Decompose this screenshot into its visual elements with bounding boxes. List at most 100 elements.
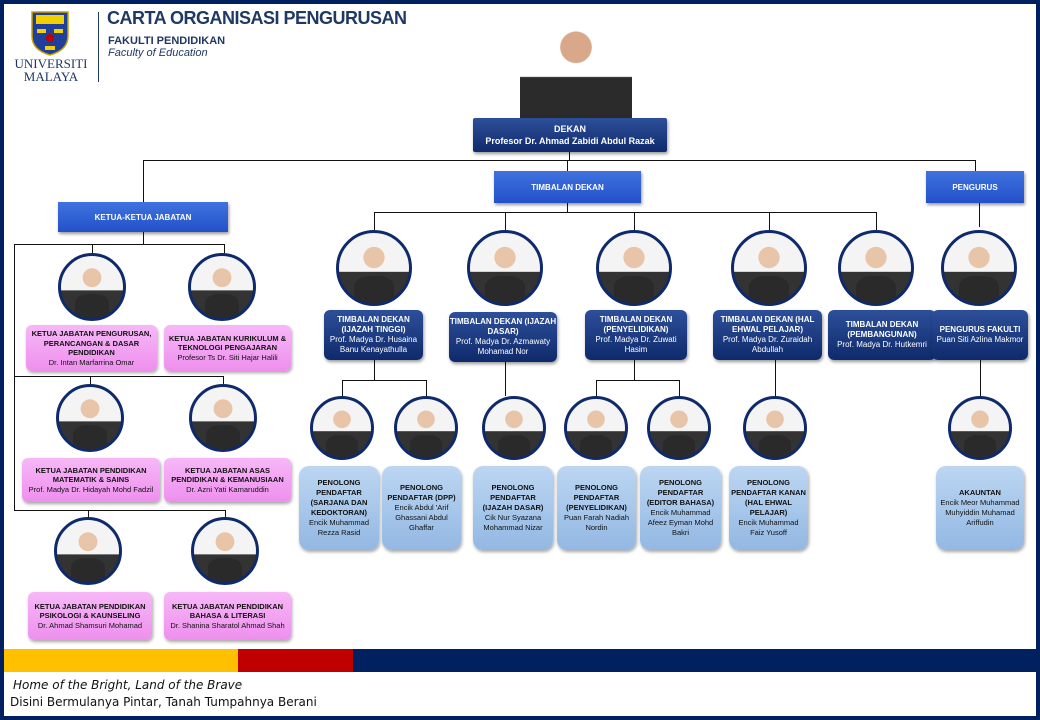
portrait-photo [467,230,543,306]
portrait-photo [743,396,807,460]
staff-box: PENOLONG PENDAFTAR KANAN (HAL EHWAL PELA… [729,466,808,550]
person-name: Prof. Madya Dr. Husaina Banu Kenayathull… [329,335,418,354]
person-name: Puan Farah Nadiah Nordin [563,513,630,532]
portrait-photo [58,253,126,321]
connector-line [426,380,427,397]
connector-line [342,380,427,381]
portrait-photo [394,396,458,460]
role-title: KETUA JABATAN PENGURUSAN, PERANCANGAN & … [31,329,152,357]
person-name: Prof. Madya Dr. Zuraidah Abdullah [722,335,813,354]
role-title: PENOLONG PENDAFTAR (PENYELIDIKAN) [566,483,627,512]
person-name: Dr. Shanina Sharatol Ahmad Shah [170,620,285,630]
connector-line [596,380,680,381]
connector-line [143,160,144,202]
person-name: Encik Muhammad Rezza Rasid [308,518,370,537]
role-title: KETUA JABATAN KURIKULUM & TEKNOLOGI PENG… [168,333,287,353]
deputy-box: TIMBALAN DEKAN (IJAZAH TINGGI)Prof. Mady… [324,310,423,360]
staff-box: PENOLONG PENDAFTAR (EDITOR BAHASA)Encik … [640,466,721,550]
connector-line [143,232,144,244]
connector-line [567,203,568,212]
connector-line [775,360,776,396]
faculty-name-en: Faculty of Education [108,47,208,59]
person-name: Cik Nur Syazana Mohammad Nizar [483,513,543,532]
staff-box: PENOLONG PENDAFTAR (IJAZAH DASAR)Cik Nur… [473,466,553,550]
portrait-photo [188,253,256,321]
department-head-box: KETUA JABATAN KURIKULUM & TEKNOLOGI PENG… [164,325,291,371]
role-title: KETUA JABATAN PENDIDIKAN MATEMATIK & SAI… [35,465,147,485]
university-logo-text: UNIVERSITI MALAYA [14,56,88,84]
role-title: PENOLONG PENDAFTAR (SARJANA DAN KEDOKTOR… [310,478,368,517]
connector-line [980,360,981,396]
person-name: Prof. Madya Dr. Hidayah Mohd Fadzil [28,484,154,494]
portrait-photo [336,230,412,306]
role-title: AKAUNTAN [959,488,1001,497]
person-name: Prof. Madya Dr. Hutkemri [837,340,927,349]
role-title: KETUA JABATAN ASAS PENDIDIKAN & KEMANUSI… [171,465,284,485]
connector-line [90,376,91,384]
connector-line [505,212,506,230]
dean-role: DEKAN [553,124,586,134]
portrait-photo [731,230,807,306]
role-title: TIMBALAN DEKAN (IJAZAH TINGGI) [337,315,410,334]
role-title: TIMBALAN DEKAN (HAL EHWAL PELAJAR) [720,315,815,334]
footer-bar-navy [353,649,1036,672]
connector-line [505,360,506,396]
connector-line [596,380,597,397]
dean-box: DEKAN Profesor Dr. Ahmad Zabidi Abdul Ra… [473,118,667,152]
dean-photo [520,14,632,118]
portrait-photo [941,230,1017,306]
header-divider [98,12,99,82]
person-name: Dr. Ahmad Shamsuri Mohamad [37,620,143,630]
group-ketua-jabatan: KETUA-KETUA JABATAN [58,202,228,232]
portrait-photo [310,396,374,460]
connector-line [223,376,224,384]
connector-line [679,380,680,397]
connector-line [769,212,770,230]
slogan-malay: Disini Bermulanya Pintar, Tanah Tumpahny… [10,695,317,709]
role-title: TIMBALAN DEKAN (PENYELIDIKAN) [599,315,673,334]
person-name: Profesor Ts Dr. Siti Hajar Halili [177,352,278,362]
footer-bar-red [238,649,353,672]
connector-line [14,510,225,511]
deputy-box: TIMBALAN DEKAN (PEMBANGUNAN)Prof. Madya … [828,310,936,360]
connector-line [634,212,635,230]
page-title: CARTA ORGANISASI PENGURUSAN [107,8,407,28]
person-name: Dr. Intan Marfarrina Omar [48,357,135,367]
person-name: Encik Meor Muhammad Muhyiddin Muhamad Ar… [940,498,1020,527]
portrait-photo [482,396,546,460]
staff-box: PENOLONG PENDAFTAR (PENYELIDIKAN)Puan Fa… [557,466,636,550]
deputy-box: TIMBALAN DEKAN (PENYELIDIKAN)Prof. Madya… [585,310,687,360]
portrait-photo [56,384,124,452]
portrait-photo [564,396,628,460]
person-name: Prof. Madya Dr. Azmawaty Mohamad Nor [455,337,551,356]
connector-line [92,244,93,253]
role-title: PENOLONG PENDAFTAR (EDITOR BAHASA) [646,478,715,507]
dean-name: Profesor Dr. Ahmad Zabidi Abdul Razak [485,136,655,146]
connector-line [876,212,877,230]
person-name: Dr. Azni Yati Kamaruddin [186,484,269,494]
person-name: Encik Abdul 'Arif Ghassani Abdul Ghaffar [394,503,449,532]
portrait-photo [189,384,257,452]
department-head-box: KETUA JABATAN PENDIDIKAN PSIKOLOGI & KAU… [28,592,152,640]
footer-bar-yellow [4,649,238,672]
role-title: PENOLONG PENDAFTAR KANAN (HAL EHWAL PELA… [731,478,806,517]
portrait-photo [838,230,914,306]
portrait-photo [191,517,259,585]
connector-line [374,360,375,380]
department-head-box: KETUA JABATAN ASAS PENDIDIKAN & KEMANUSI… [164,458,291,502]
role-title: PENOLONG PENDAFTAR (DPP) [387,483,456,502]
connector-line [88,510,89,517]
person-name: Prof. Madya Dr. Zuwati Hasim [595,335,677,354]
deputy-box: TIMBALAN DEKAN (HAL EHWAL PELAJAR)Prof. … [713,310,822,360]
role-title: TIMBALAN DEKAN (IJAZAH DASAR) [449,317,557,336]
university-crest-logo [31,11,69,56]
connector-line [14,244,15,510]
portrait-photo [596,230,672,306]
portrait-photo [54,517,122,585]
connector-line [225,510,226,517]
deputy-box: TIMBALAN DEKAN (IJAZAH DASAR)Prof. Madya… [449,312,557,362]
portrait-photo [647,396,711,460]
connector-line [14,244,225,245]
